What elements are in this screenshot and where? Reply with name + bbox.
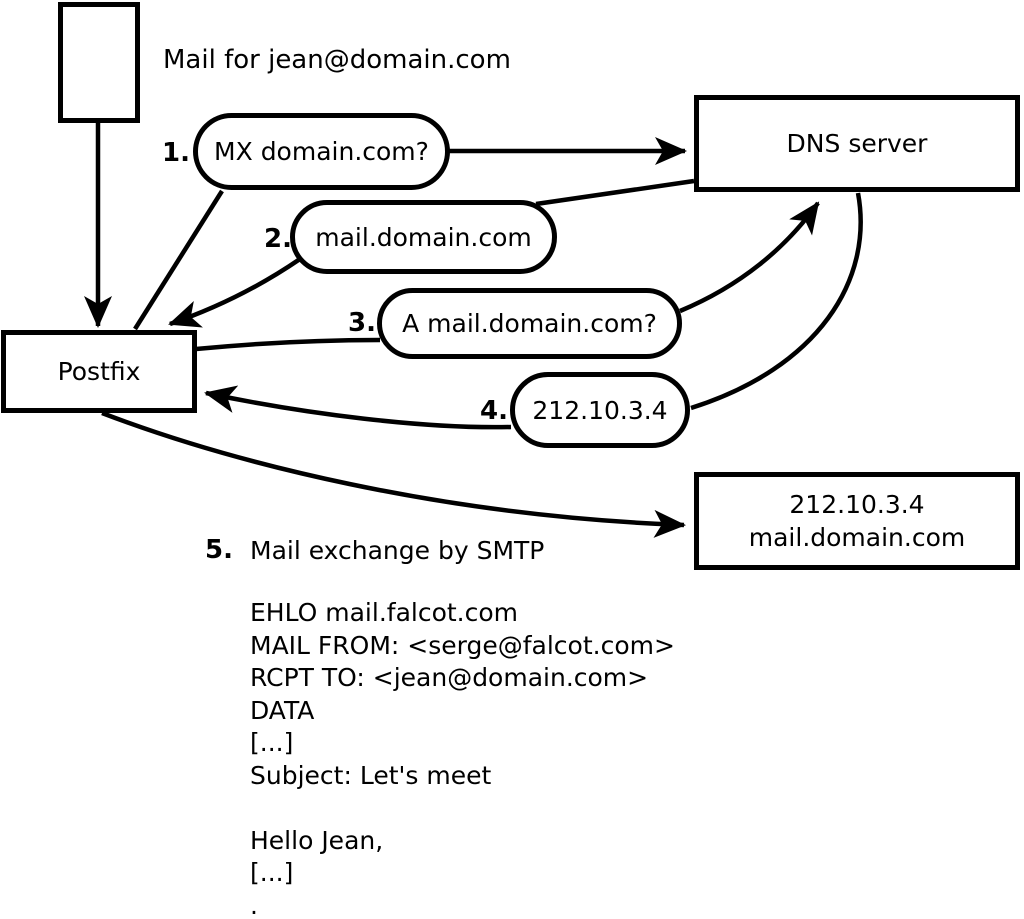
answer-bubble-mx: mail.domain.com [290,200,557,274]
smtp-session-line: Hello Jean, [250,825,384,855]
mail-server-ip-label: 212.10.3.4 [789,490,925,519]
smtp-session-line: DATA [250,695,315,725]
postfix-box: Postfix [1,330,197,413]
smtp-session-line: EHLO mail.falcot.com [250,598,519,627]
step-number-2: 2. [264,224,292,254]
arrow-answer4-to-postfix [204,385,512,430]
answer-bubble-mx-label: mail.domain.com [315,222,532,252]
query-bubble-a: A mail.domain.com? [377,288,682,359]
query-bubble-a-label: A mail.domain.com? [402,309,657,338]
smtp-session-transcript: EHLO mail.falcot.com MAIL FROM: <serge@f… [250,598,675,919]
smtp-session-line [250,793,675,826]
step-number-1: 1. [162,138,190,168]
smtp-session-line: RCPT TO: <jean@domain.com> [250,663,649,692]
answer-bubble-a-label: 212.10.3.4 [532,395,668,425]
arrow-query3-to-dns [679,201,820,314]
postfix-label: Postfix [57,357,141,386]
line-dns-to-answer2 [535,178,695,207]
smtp-session-line: . [250,890,258,919]
query-bubble-mx-label: MX domain.com? [214,137,429,166]
message-box [58,2,140,123]
step-number-5: 5. [205,535,233,565]
dns-server-box: DNS server [694,95,1020,192]
mail-server-box: 212.10.3.4 mail.domain.com [694,472,1020,570]
arrow-answer2-to-postfix [168,257,302,328]
line-postfix-to-query3 [195,337,381,352]
line-postfix-to-query1 [133,189,224,331]
step-number-4: 4. [480,396,508,426]
mail-note: Mail for jean@domain.com [163,45,511,75]
line-dns-to-answer4 [690,192,863,411]
smtp-session-line: [...] [250,728,294,757]
smtp-session-line: MAIL FROM: <serge@falcot.com> [250,630,675,660]
query-bubble-mx: MX domain.com? [193,113,450,190]
arrow-postfix-to-mailserver [101,410,686,538]
smtp-session-line: Subject: Let's meet [250,760,492,790]
step-number-3: 3. [348,308,376,338]
answer-bubble-a: 212.10.3.4 [510,372,690,448]
smtp-session-line: [...] [250,858,294,887]
dns-server-label: DNS server [786,129,928,158]
step-5-label: Mail exchange by SMTP [250,536,545,565]
mail-server-host-label: mail.domain.com [748,523,966,552]
